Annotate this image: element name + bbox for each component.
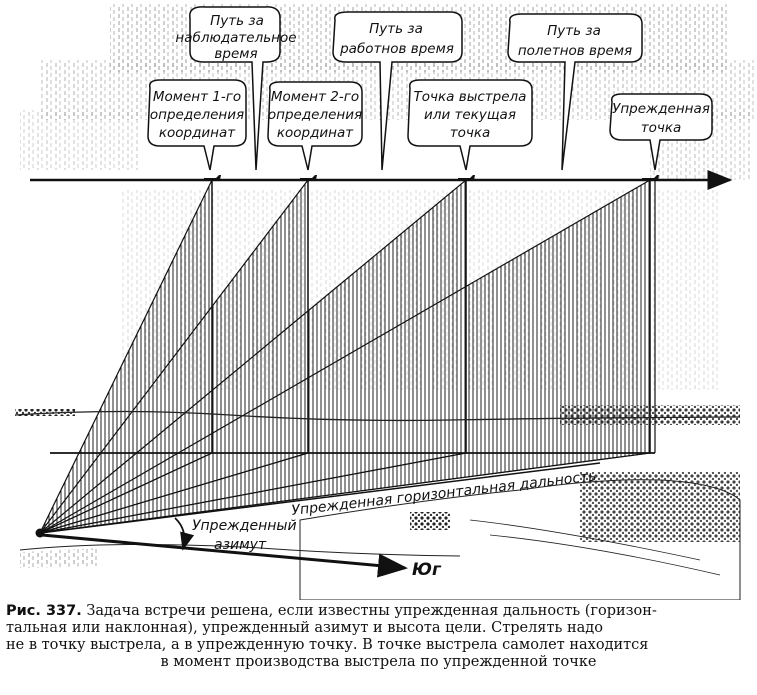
callout-firing-point: Точка выстрела или текущая точка <box>407 79 533 171</box>
svg-text:Путь за: Путь за <box>369 21 423 37</box>
callout-operation-path: Путь за работнов время <box>332 11 463 171</box>
svg-text:время: время <box>214 46 257 62</box>
svg-text:Точка выстрела: Точка выстрела <box>414 89 527 105</box>
callout-lead-point: Упрежденная точка <box>609 93 713 171</box>
south-arrow <box>41 533 408 578</box>
callout-second-fix: Момент 2-го определения координат <box>267 81 363 171</box>
callout-first-fix: Момент 1-го определения координат <box>147 79 247 171</box>
azimuth-arc <box>174 517 195 551</box>
caption-line-3: не в точку выстрела, а в упрежденную точ… <box>6 637 649 653</box>
south-label: Юг <box>412 560 442 580</box>
aircraft-marks <box>204 175 659 181</box>
vertical-drop-lines <box>39 180 651 534</box>
svg-text:Упрежденная: Упрежденная <box>612 101 710 117</box>
horizon <box>14 180 741 454</box>
svg-text:полетнов время: полетнов время <box>518 43 632 59</box>
svg-text:определения: определения <box>150 107 244 123</box>
svg-text:точка: точка <box>641 120 682 136</box>
caption-line-1: Задача встречи решена, если известны упр… <box>86 603 657 619</box>
svg-text:наблюдательное: наблюдательное <box>175 30 296 46</box>
azimuth-label-2: азимут <box>214 537 267 553</box>
aircraft-icon <box>458 175 475 181</box>
ground-ray <box>39 452 467 534</box>
svg-text:Момент 2-го: Момент 2-го <box>271 89 359 105</box>
ground-ray <box>39 452 309 534</box>
ground-ray <box>39 452 213 534</box>
caption-number: Рис. 337. <box>6 603 82 619</box>
figure-caption: Рис. 337. Задача встречи решена, если из… <box>6 603 751 671</box>
svg-text:Путь за: Путь за <box>210 13 264 29</box>
firing-wedges <box>37 178 651 535</box>
aircraft-icon <box>642 175 659 181</box>
aircraft-icon <box>300 175 317 181</box>
callout-flight-path: Путь за полетнов время <box>507 13 643 171</box>
svg-text:координат: координат <box>277 125 354 141</box>
terrain <box>19 472 741 600</box>
svg-text:работнов время: работнов время <box>339 41 454 57</box>
svg-text:координат: координат <box>159 125 236 141</box>
svg-text:определения: определения <box>268 107 362 123</box>
svg-text:Момент 1-го: Момент 1-го <box>153 89 241 105</box>
aircraft-icon <box>204 175 221 181</box>
callout-observation-path: Путь за наблюдательное время <box>175 6 297 171</box>
intercept-diagram: Упрежденная горизонтальная дальность Упр… <box>14 4 757 600</box>
azimuth-label-1: Упрежденный <box>192 518 297 534</box>
svg-text:Путь за: Путь за <box>547 23 601 39</box>
caption-line-2: тальная или наклонная), упрежденный азим… <box>6 620 603 636</box>
svg-text:или текущая: или текущая <box>424 107 516 123</box>
svg-text:точка: точка <box>450 125 491 141</box>
caption-line-4: в момент производства выстрела по упрежд… <box>160 654 597 670</box>
